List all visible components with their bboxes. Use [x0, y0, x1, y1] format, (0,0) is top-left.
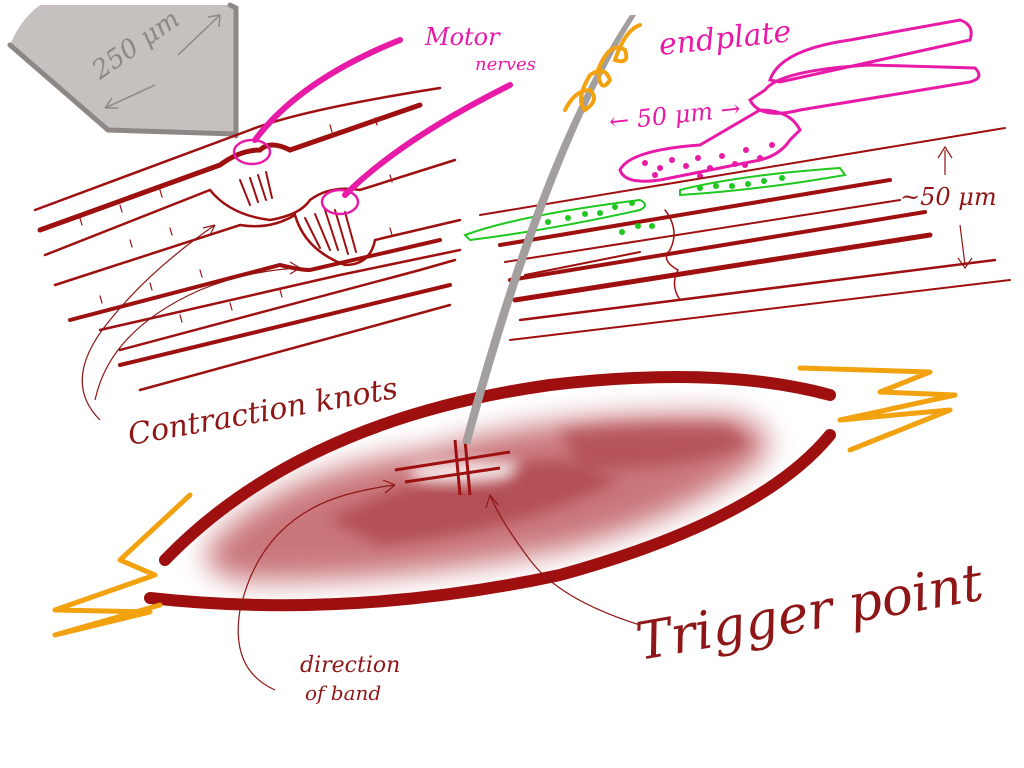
- trigger-annotation-arrows: [237, 479, 641, 691]
- tendon-left: [52, 492, 193, 638]
- scale-50-vertical-marker: [937, 145, 973, 270]
- scale-50-horizontal-label: ← 50 μm →: [608, 94, 742, 136]
- endplate-vesicles: [642, 142, 775, 179]
- motor-nerves-label-2: nerves: [475, 54, 536, 75]
- scale-box: 250 μm: [7, 2, 239, 139]
- tendon-right: [797, 365, 958, 453]
- endplate-label: endplate: [657, 14, 793, 63]
- taut-band: [144, 371, 836, 612]
- direction-of-band-label-1: direction: [300, 653, 400, 678]
- endplate-green: [463, 166, 847, 242]
- scale-50-vertical-label: ~50 μm: [900, 183, 997, 211]
- direction-of-band-label-2: of band: [305, 681, 381, 705]
- motor-nerves-label-1: Motor: [424, 23, 501, 51]
- trigger-point-label: Trigger point: [632, 553, 988, 673]
- motor-nerves: [232, 37, 513, 216]
- contraction-knot-arrows: [81, 224, 301, 421]
- endplate-fibers: [479, 127, 1011, 341]
- endplate-nerve: [618, 18, 981, 183]
- needle: [462, 15, 636, 445]
- endplate-green-dots: [545, 175, 785, 235]
- fiber-bundle-knots: [33, 86, 462, 392]
- needle-hub-spring: [563, 23, 642, 113]
